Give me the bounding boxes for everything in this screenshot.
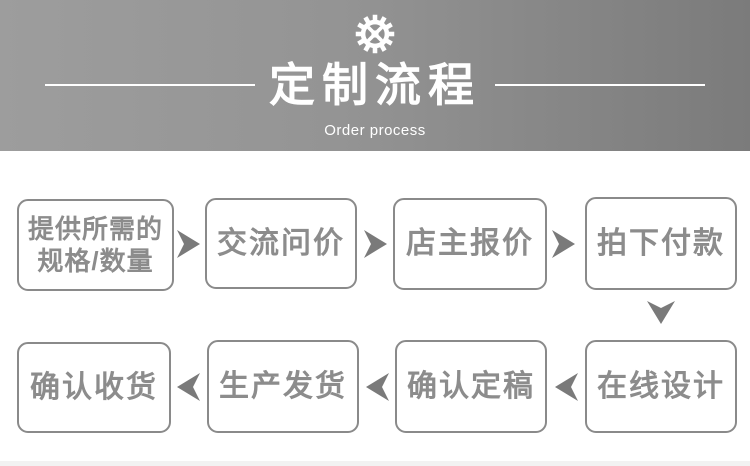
process-step-box-1: 提供所需的 规格/数量 [17, 199, 174, 291]
step-label: 交流问价 [217, 226, 345, 260]
title-divider-left [45, 84, 255, 86]
arrow-right-icon [552, 230, 575, 258]
step-label: 生产发货 [219, 369, 347, 403]
arrow-left-icon [555, 373, 578, 401]
arrow-left-icon [366, 373, 389, 401]
process-header-banner: 定制流程 Order process [0, 0, 750, 151]
step-label: 确认定稿 [407, 369, 535, 403]
step-label-line2: 规格/数量 [37, 246, 154, 276]
header-title-row: 定制流程 [0, 56, 750, 114]
next-section-edge [0, 461, 750, 466]
process-step-box-3: 店主报价 [393, 198, 547, 290]
arrow-right-icon [364, 230, 387, 258]
arrow-left-icon [177, 373, 200, 401]
arrow-right-icon [177, 230, 200, 258]
process-step-box-7: 生产发货 [207, 340, 359, 433]
step-label: 拍下付款 [597, 226, 725, 260]
arrow-down-icon [647, 301, 675, 324]
gear-icon [353, 12, 397, 61]
page-title: 定制流程 [269, 59, 481, 111]
step-label: 在线设计 [597, 369, 725, 403]
process-step-box-5: 在线设计 [585, 340, 737, 433]
process-step-box-4: 拍下付款 [585, 197, 737, 290]
title-divider-right [495, 84, 705, 86]
page-subtitle: Order process [324, 122, 426, 139]
step-label: 确认收货 [30, 370, 158, 404]
process-step-box-2: 交流问价 [205, 198, 357, 289]
process-step-box-6: 确认定稿 [395, 340, 547, 433]
step-label: 店主报价 [406, 227, 534, 261]
process-step-box-8: 确认收货 [17, 342, 171, 433]
step-label-line1: 提供所需的 [27, 213, 163, 244]
